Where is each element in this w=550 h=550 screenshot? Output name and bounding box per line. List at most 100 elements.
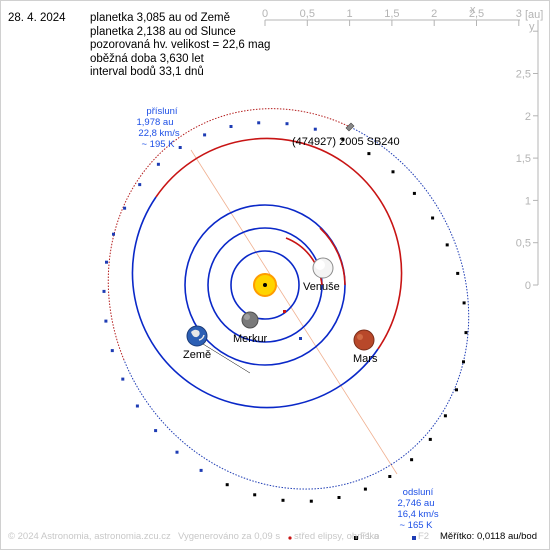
x-tick-label: 2,5 xyxy=(469,8,484,20)
footer-legend-center: střed elipsy, ohnisko xyxy=(294,531,380,542)
orbit-interval-point xyxy=(178,146,182,149)
asteroid-orbit-near xyxy=(107,108,349,361)
legend-f1-marker xyxy=(354,536,358,540)
footer-legend-f1: F1 a xyxy=(360,531,380,542)
orbit-interval-point xyxy=(388,475,392,478)
x-tick-label: 3 xyxy=(516,8,522,20)
sun-icon xyxy=(253,273,277,297)
earth-label: Země xyxy=(183,349,211,361)
asteroid-label: (474927) 2005 SB240 xyxy=(292,136,400,148)
orbit-interval-point xyxy=(428,437,432,441)
aphelion-distance: 2,746 au xyxy=(398,498,435,509)
orbit-interval-point xyxy=(123,206,127,210)
perihelion-speed: 22,8 km/s xyxy=(138,128,179,139)
aphelion-speed: 16,4 km/s xyxy=(397,509,438,520)
header-line-interval: interval bodů 33,1 dnů xyxy=(90,66,204,78)
orbit-interval-point xyxy=(154,429,158,433)
orbit-interval-point xyxy=(138,183,142,187)
aphelion-label: odsluní xyxy=(403,487,434,498)
orbit-interval-point xyxy=(410,458,414,462)
y-tick-label: 2 xyxy=(525,111,531,123)
orbit-interval-point xyxy=(112,232,115,236)
mars-orbit-far-segment xyxy=(131,196,379,409)
y-tick-label: 1,5 xyxy=(516,153,531,165)
asteroid-orbit-far xyxy=(123,125,470,490)
y-ticks: 0 0,5 1 1,5 2 2,5 xyxy=(516,30,538,292)
y-tick-label: 0,5 xyxy=(516,238,531,250)
orbit-interval-point xyxy=(156,162,160,166)
y-axis-label: y xyxy=(529,21,535,33)
orbit-interval-point xyxy=(309,499,313,503)
perihelion-temp: ~ 195 K xyxy=(141,139,175,150)
orbit-interval-point xyxy=(104,319,108,323)
earth-asteroid-line xyxy=(202,343,251,374)
header-line-magnitude: pozorovaná hv. velikost = 22,6 mag xyxy=(90,39,271,51)
legend-center-marker xyxy=(288,536,292,540)
orbit-interval-point xyxy=(121,377,125,381)
orbit-interval-point xyxy=(456,271,460,275)
x-tick-label: 2 xyxy=(431,8,437,20)
x-axis-label: x xyxy=(470,4,476,16)
orbit-interval-point xyxy=(105,260,108,264)
orbit-interval-point xyxy=(337,496,341,499)
mercury-label: Merkur xyxy=(233,333,268,345)
mars-icon xyxy=(353,329,375,351)
y-tick-label: 1 xyxy=(525,195,531,207)
venus-icon xyxy=(312,257,334,279)
perihelion-distance: 1,978 au xyxy=(137,117,174,128)
mercury-orbit xyxy=(230,250,300,320)
orbit-interval-point xyxy=(175,450,179,454)
earth-orbit-near-segment xyxy=(319,227,346,286)
footer-legend-f2: F2 xyxy=(418,531,430,542)
header-info: planetka 3,085 au od Země planetka 2,138… xyxy=(90,12,270,80)
orbit-interval-point xyxy=(257,121,261,125)
orbit-interval-point xyxy=(110,349,114,353)
orbit-interval-point xyxy=(313,127,317,131)
orbit-interval-point xyxy=(462,301,466,305)
apsis-line xyxy=(190,149,398,475)
x-tick-label: 0 xyxy=(262,8,268,20)
orbit-interval-point xyxy=(102,289,106,293)
footer-scale: Měřítko: 0,0118 au/bod xyxy=(440,531,537,542)
x-tick-label: 1 xyxy=(347,8,353,20)
footer-copyright: © 2024 Astronomia, astronomia.zcu.cz xyxy=(8,531,171,542)
orbit-interval-point xyxy=(431,216,435,220)
y-tick-label: 0 xyxy=(525,280,531,292)
orbit-interval-point xyxy=(367,152,371,156)
perihelion-label: přísluní xyxy=(146,106,178,117)
orbit-interval-point xyxy=(455,388,458,392)
asteroid-icon xyxy=(345,122,355,132)
orbit-interval-point xyxy=(285,122,289,126)
venus-orbit-near-segment xyxy=(285,237,323,286)
y-tick-label: 2,5 xyxy=(516,69,531,81)
venus-label: Venuše xyxy=(303,281,340,293)
y-axis: 0 0,5 1 1,5 2 2,5 y xyxy=(516,20,539,292)
header-line-earth-distance: planetka 3,085 au od Země xyxy=(90,12,231,24)
orbit-interval-point xyxy=(363,487,367,491)
orbit-interval-point xyxy=(135,404,139,408)
header-date: 28. 4. 2024 xyxy=(8,12,66,24)
aphelion-temp: ~ 165 K xyxy=(399,520,433,531)
orbit-interval-point xyxy=(199,468,203,472)
orbit-interval-point xyxy=(253,493,257,497)
x-tick-label: 1,5 xyxy=(384,8,399,20)
perihelion-annotation: přísluní 1,978 au 22,8 km/s ~ 195 K xyxy=(137,106,180,150)
earth-icon xyxy=(186,325,208,347)
orbit-interval-point xyxy=(391,170,395,174)
orbit-interval-point xyxy=(229,125,233,128)
orbit-interval-point xyxy=(443,414,447,418)
mars-label: Mars xyxy=(353,353,378,365)
orbit-interval-point xyxy=(341,137,345,141)
orbit-interval-point xyxy=(203,133,207,137)
orbit-interval-point xyxy=(412,191,416,195)
header-line-sun-distance: planetka 2,138 au od Slunce xyxy=(90,25,236,38)
orbit-interval-point xyxy=(462,360,465,364)
legend-f2-marker xyxy=(412,536,416,540)
f2-marker xyxy=(299,337,302,340)
aphelion-annotation: odsluní 2,746 au 16,4 km/s ~ 165 K xyxy=(397,487,438,531)
footer-generated: Vygenerováno za 0,09 s xyxy=(178,531,281,542)
